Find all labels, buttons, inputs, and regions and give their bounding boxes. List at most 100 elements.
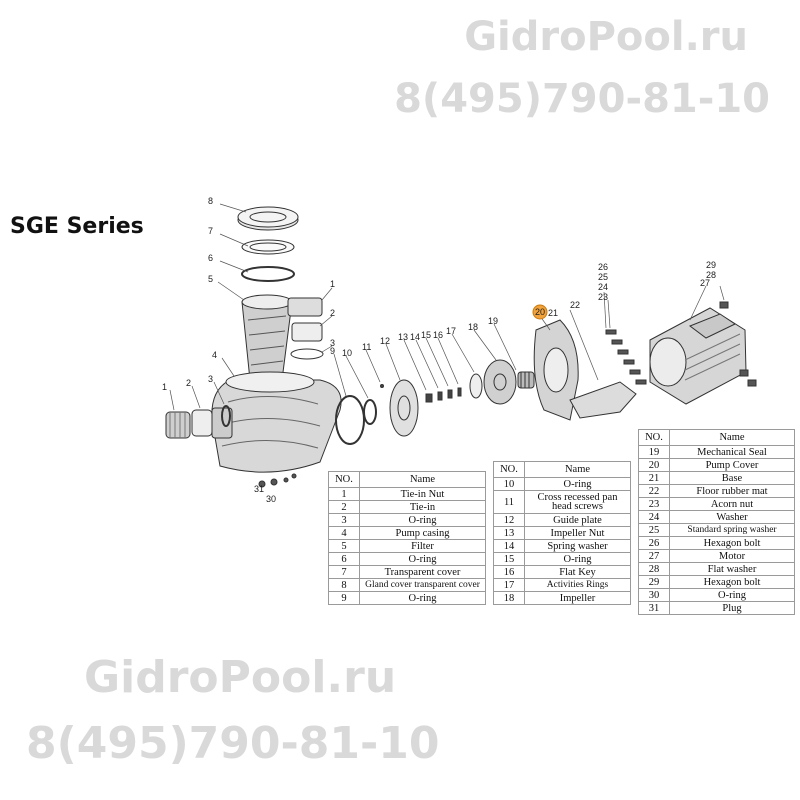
- callout-22: 22: [570, 300, 580, 310]
- callout-18: 18: [468, 322, 478, 332]
- callout-27: 27: [700, 278, 710, 288]
- part-no: 5: [328, 539, 360, 553]
- callout-3: 3: [208, 374, 213, 384]
- callout-7: 7: [208, 226, 213, 236]
- part-base: [569, 381, 637, 419]
- part-no: 7: [328, 565, 360, 579]
- exploded-view-diagram: 8 7 6 5 1 2 3 4 1 2 3 9 10 11 12 13 14 1…: [162, 196, 757, 504]
- part-no: 20: [638, 458, 670, 472]
- part-no: 18: [493, 591, 525, 605]
- watermark-site-bottom: GidroPool.ru: [84, 652, 397, 703]
- part-name: Hexagon bolt: [669, 575, 795, 589]
- callout-31: 31: [254, 484, 264, 494]
- part-no: 23: [638, 497, 670, 511]
- callout-28: 28: [706, 270, 716, 280]
- part-name: Tie-in Nut: [359, 487, 486, 501]
- part-no: 9: [328, 591, 360, 605]
- part-o-ring-9: [335, 395, 365, 445]
- part-name: O-ring: [669, 588, 795, 602]
- callout-23: 23: [598, 292, 608, 302]
- part-name: Activities Rings: [524, 578, 631, 592]
- part-name: Hexagon bolt: [669, 536, 795, 550]
- part-name: Guide plate: [524, 513, 631, 527]
- callout-9: 9: [330, 346, 335, 356]
- callout-6: 6: [208, 253, 213, 263]
- part-no: 19: [638, 445, 670, 459]
- watermark-phone-bottom: 8(495)790-81-10: [26, 718, 440, 769]
- callout-12: 12: [380, 336, 390, 346]
- watermark-phone-top: 8(495)790-81-10: [394, 76, 770, 122]
- highlight-marker: [532, 304, 548, 320]
- callout-29: 29: [706, 260, 716, 270]
- part-no: 1: [328, 487, 360, 501]
- part-name: Filter: [359, 539, 486, 553]
- part-name: Flat washer: [669, 562, 795, 576]
- callout-14: 14: [410, 332, 420, 342]
- part-name: Base: [669, 471, 795, 485]
- part-motor: [649, 307, 747, 405]
- callout-15: 15: [421, 330, 431, 340]
- header-name: Name: [359, 471, 486, 488]
- part-no: 10: [493, 477, 525, 491]
- part-no: 11: [493, 490, 525, 514]
- part-no: 28: [638, 562, 670, 576]
- part-name: Gland cover transparent cover: [359, 578, 486, 592]
- part-o-ring-10: [363, 399, 377, 425]
- part-name: O-ring: [359, 591, 486, 605]
- part-name: Standard spring washer: [669, 523, 795, 537]
- table-header-row: NO. Name: [493, 461, 631, 478]
- part-no: 4: [328, 526, 360, 540]
- part-tie-in-nut: [165, 411, 191, 439]
- part-name: Spring washer: [524, 539, 631, 553]
- part-pump-casing: [211, 371, 342, 473]
- part-o-ring-3: [221, 405, 231, 427]
- part-name: Acorn nut: [669, 497, 795, 511]
- header-no: NO.: [638, 429, 670, 446]
- part-no: 6: [328, 552, 360, 566]
- callout-10: 10: [342, 348, 352, 358]
- part-pump-cover: [533, 319, 579, 421]
- part-no: 27: [638, 549, 670, 563]
- callout-20: 20: [535, 307, 545, 317]
- callout-labels: 8 7 6 5 1 2 3 4 1 2 3 9 10 11 12 13 14 1…: [162, 196, 716, 504]
- callout-1: 1: [162, 382, 167, 392]
- callout-17: 17: [446, 326, 456, 336]
- part-no: 13: [493, 526, 525, 540]
- table-header-row: NO. Name: [638, 429, 795, 446]
- part-name: Washer: [669, 510, 795, 524]
- part-small-hardware: [380, 384, 462, 403]
- callout-8: 8: [208, 196, 213, 206]
- callout-1b: 1: [330, 279, 335, 289]
- callout-19: 19: [488, 316, 498, 326]
- part-impeller: [483, 359, 517, 405]
- callout-3b: 3: [330, 338, 335, 348]
- callout-2: 2: [186, 378, 191, 388]
- header-no: NO.: [493, 461, 525, 478]
- part-no: 2: [328, 500, 360, 514]
- part-plug: [258, 473, 297, 488]
- part-name: Flat Key: [524, 565, 631, 579]
- part-no: 31: [638, 601, 670, 615]
- header-name: Name: [669, 429, 795, 446]
- callout-30: 30: [266, 494, 276, 504]
- part-name: Impeller: [524, 591, 631, 605]
- part-activities-ring: [469, 373, 483, 399]
- part-name: Motor: [669, 549, 795, 563]
